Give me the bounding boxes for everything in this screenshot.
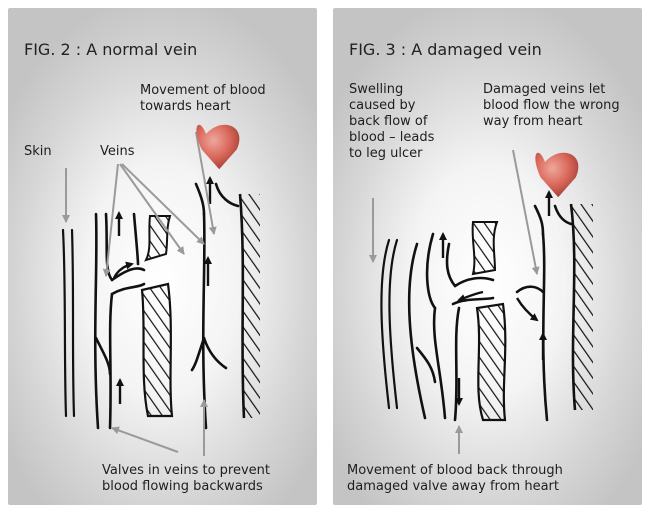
pointer-arrows — [66, 132, 214, 456]
label-line: Movement of blood back through — [347, 463, 563, 479]
label-movement-back: Movement of blood back through damaged v… — [347, 463, 563, 495]
label-line: Damaged veins let — [483, 82, 620, 98]
tissue-right — [240, 194, 260, 418]
figure-title: FIG. 2 : A normal vein — [24, 40, 197, 59]
tissue-center — [473, 222, 506, 420]
label-line: blood – leads — [349, 130, 434, 146]
label-line: blood flow the wrong — [483, 98, 620, 114]
skin-lines — [63, 230, 74, 416]
label-valves: Valves in veins to prevent blood flowing… — [102, 463, 270, 495]
label-line: Valves in veins to prevent — [102, 463, 270, 479]
heart-icon — [535, 153, 578, 197]
label-line: towards heart — [140, 99, 266, 115]
label-swelling: Swelling caused by back flow of blood – … — [349, 82, 434, 162]
label-line: way from heart — [483, 114, 620, 130]
label-skin: Skin — [24, 144, 52, 160]
label-line: Movement of blood — [140, 83, 266, 99]
label-line: blood flowing backwards — [102, 479, 270, 495]
label-line: caused by — [349, 98, 434, 114]
heart-icon — [196, 125, 239, 169]
skin-lines — [381, 240, 397, 408]
label-movement-towards-heart: Movement of blood towards heart — [140, 83, 266, 115]
figure-normal-vein: FIG. 2 : A normal vein Movement of blood… — [8, 8, 317, 505]
label-line: Swelling — [349, 82, 434, 98]
label-line: to leg ulcer — [349, 146, 434, 162]
tissue-right — [571, 204, 593, 410]
figure-damaged-vein: FIG. 3 : A damaged vein Swelling caused … — [333, 8, 642, 505]
tissue-center — [142, 216, 172, 416]
label-line: damaged valve away from heart — [347, 479, 563, 495]
label-veins: Veins — [100, 144, 135, 160]
figure-title: FIG. 3 : A damaged vein — [349, 40, 542, 59]
label-damaged-veins: Damaged veins let blood flow the wrong w… — [483, 82, 620, 130]
label-line: back flow of — [349, 114, 434, 130]
